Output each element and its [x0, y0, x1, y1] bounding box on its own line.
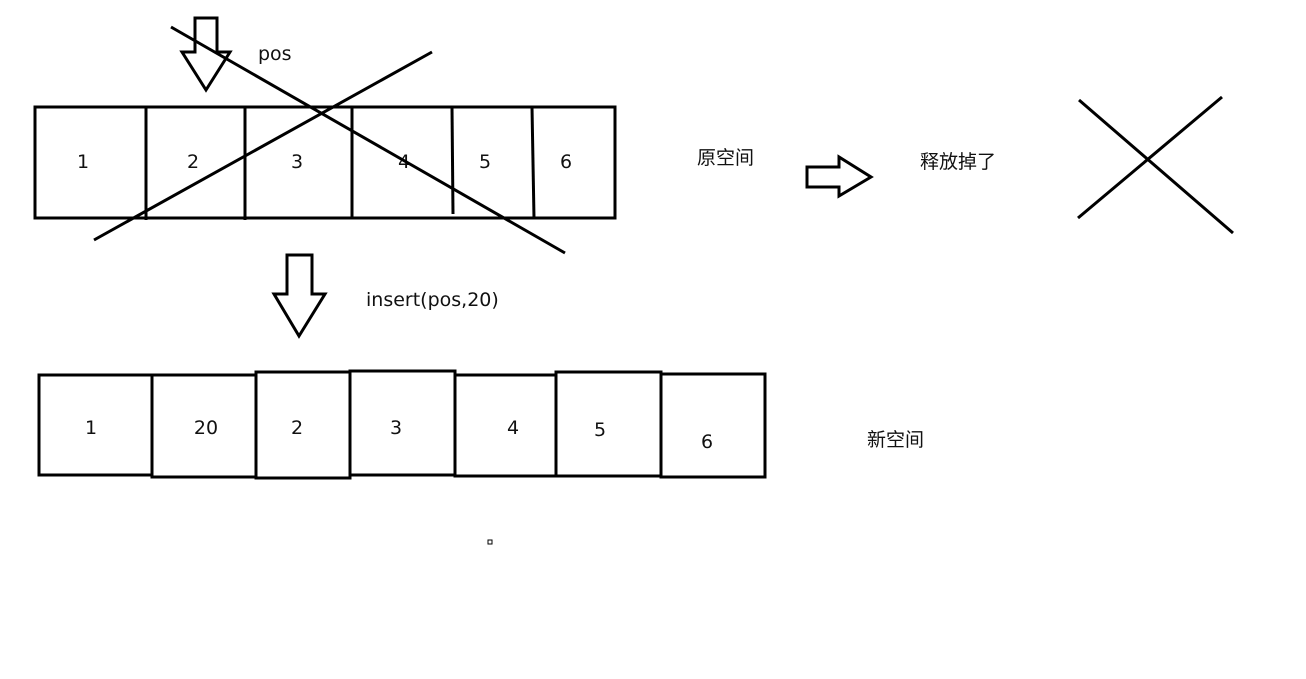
old-array-cross-line-1: [170, 25, 566, 255]
old-cell-3: 3: [291, 151, 303, 173]
pos-label: pos: [258, 43, 292, 65]
new-cell-3: 2: [291, 417, 303, 439]
old-array-cross-line-2: [93, 50, 433, 242]
released-x-line-2: [1077, 95, 1223, 220]
released-label: 释放掉了: [920, 151, 996, 173]
release-arrow: [805, 154, 874, 199]
old-space-label: 原空间: [697, 147, 754, 169]
stray-dot: [487, 539, 493, 545]
new-cell-7: 6: [701, 431, 713, 453]
new-cell-4: 3: [390, 417, 402, 439]
new-space-label: 新空间: [867, 429, 924, 451]
new-cell-5: 4: [507, 417, 519, 439]
insert-label: insert(pos,20): [366, 289, 499, 311]
old-cell-1: 1: [77, 151, 89, 173]
new-array: 1 20 2 3 4 5 6: [37, 369, 767, 480]
insert-arrow: [271, 253, 328, 339]
old-array: 1 2 3 4 5 6: [33, 105, 617, 220]
pos-arrow: [179, 16, 233, 93]
old-cell-2: 2: [187, 151, 199, 173]
old-cell-6: 6: [560, 151, 572, 173]
new-cell-1: 1: [85, 417, 97, 439]
released-x-line-1: [1078, 98, 1234, 235]
new-cell-6: 5: [594, 419, 606, 441]
new-cell-2: 20: [194, 417, 218, 439]
old-cell-5: 5: [479, 151, 491, 173]
